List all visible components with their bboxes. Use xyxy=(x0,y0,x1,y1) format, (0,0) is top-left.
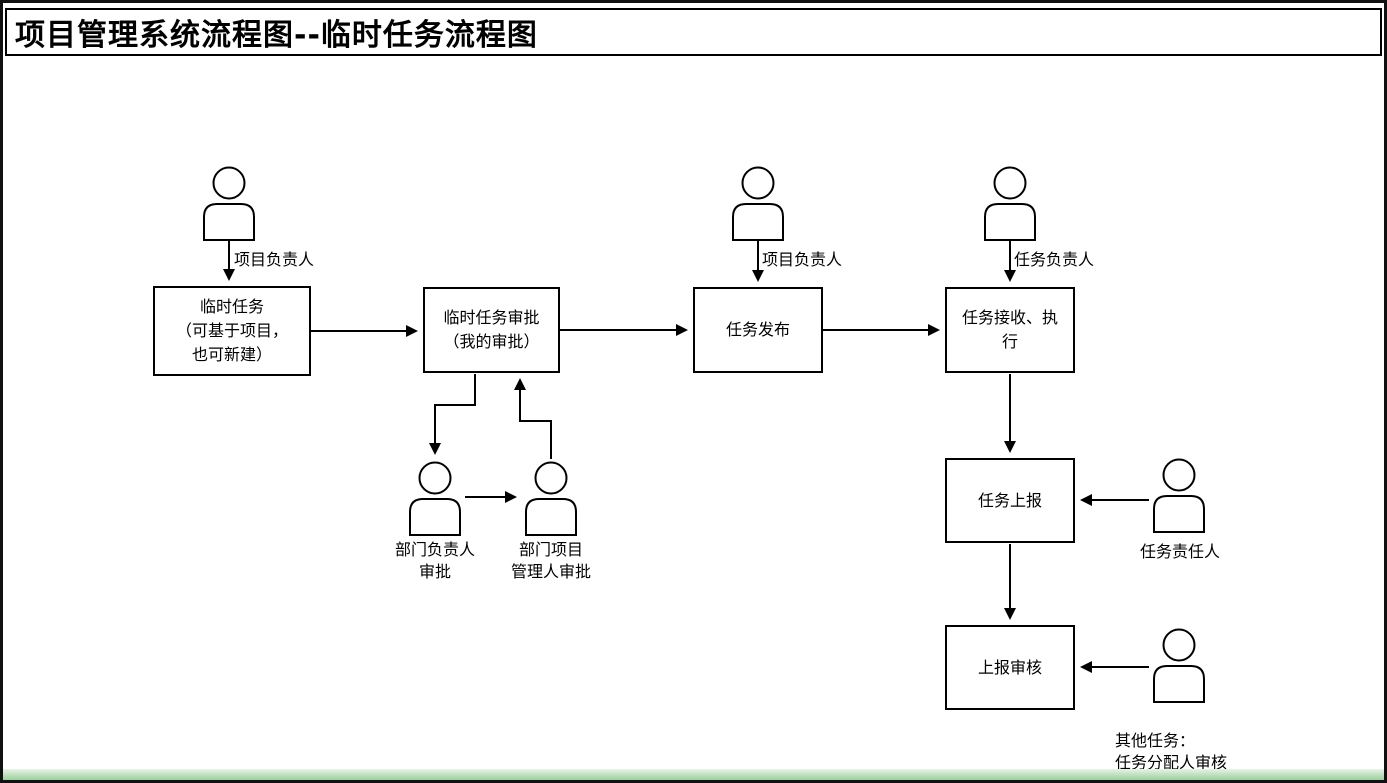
title-bar: 项目管理系统流程图--临时任务流程图 xyxy=(5,8,1382,56)
node-review: 上报审核 xyxy=(945,625,1075,710)
person-icon-task-assigner xyxy=(1151,628,1207,703)
page-title: 项目管理系统流程图--临时任务流程图 xyxy=(15,18,538,53)
label-project-leader-1: 项目负责人 xyxy=(234,250,315,269)
label-task-leader: 任务负责人 xyxy=(1014,250,1095,269)
node-approval: 临时任务审批 （我的审批） xyxy=(423,287,560,373)
label-task-owner: 任务责任人 xyxy=(1139,542,1220,561)
person-icon-project-leader-1 xyxy=(201,166,257,241)
person-icon-task-leader xyxy=(982,166,1038,241)
person-icon-task-owner xyxy=(1151,458,1207,533)
node-temp-task: 临时任务 （可基于项目， 也可新建） xyxy=(153,286,311,376)
node-receive-execute: 任务接收、执 行 xyxy=(945,287,1075,373)
label-dept-pm: 部门项目 管理人审批 xyxy=(510,540,591,581)
arrow-deptpm-to-approval xyxy=(514,378,552,459)
bottom-strip xyxy=(3,769,1384,780)
person-icon-project-leader-2 xyxy=(730,166,786,241)
label-dept-leader: 部门负责人 审批 xyxy=(394,540,475,581)
label-other-task: 其他任务： 任务分配人审核 xyxy=(1115,731,1228,772)
person-icon-dept-leader xyxy=(407,461,463,536)
label-project-leader-2: 项目负责人 xyxy=(762,250,843,269)
person-icon-dept-pm xyxy=(523,461,579,536)
arrow-approval-to-deptleader xyxy=(429,374,476,455)
node-report: 任务上报 xyxy=(945,458,1075,543)
node-publish: 任务发布 xyxy=(693,287,823,373)
